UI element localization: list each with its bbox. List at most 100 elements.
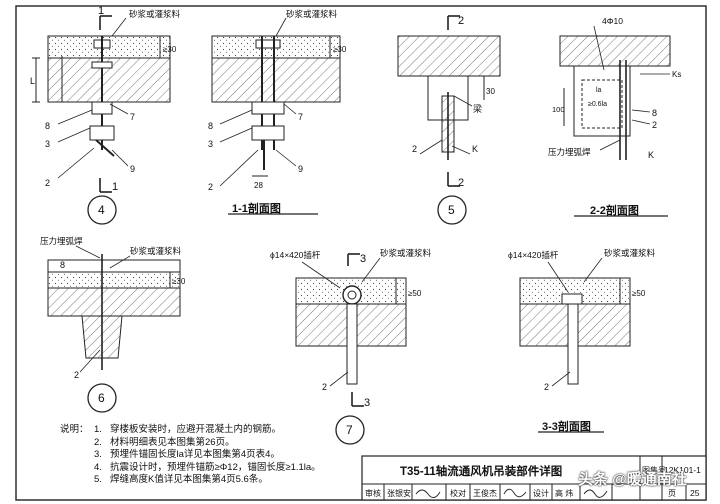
detail-marker-5 <box>437 195 467 225</box>
detail-number-5: 5 <box>448 203 455 217</box>
designer-signature <box>583 489 608 498</box>
page-label: 页 <box>668 489 676 498</box>
detail-4-drawing <box>32 15 171 225</box>
dim-text-ge30-6: ≥30 <box>172 277 186 286</box>
label-mortar-4: 砂浆或灌浆料 <box>129 9 181 19</box>
part-8-label-6: 8 <box>60 260 65 270</box>
caption-2-2: 2-2剖面图 <box>590 203 639 217</box>
caption-1-1: 1-1剖面图 <box>232 201 281 215</box>
note-1-num: 1. <box>94 424 102 435</box>
title-block <box>361 455 707 501</box>
part-2-label-4: 2 <box>45 178 50 188</box>
section-mark-1-top: 1 <box>98 5 104 17</box>
note-3-num: 3. <box>94 449 102 460</box>
part-7-label-4: 7 <box>130 112 135 122</box>
section-mark-3-bottom: 3 <box>364 397 370 409</box>
detail-marker-6 <box>87 383 117 413</box>
designer-name: 高 炜 <box>555 488 573 498</box>
drawing-title: T35-11轴流通风机吊装部件详图 <box>400 464 562 478</box>
part-3-label-1-1: 3 <box>208 139 213 149</box>
detail-marker-4 <box>87 195 117 225</box>
section-1-1-drawing <box>211 17 341 215</box>
design-label: 设计 <box>533 488 549 498</box>
detail-6-drawing <box>47 245 181 413</box>
label-rod-3-3: ϕ14×420插杆 <box>508 250 559 260</box>
part-2-label-6: 2 <box>74 370 79 380</box>
dim-text-ge30-4: ≥30 <box>163 45 177 54</box>
section-mark-2-bottom: 2 <box>458 177 464 189</box>
label-mortar-1-1: 砂浆或灌浆料 <box>286 9 338 19</box>
check-label: 校对 <box>450 488 466 498</box>
part-2-label-5: 2 <box>412 144 417 154</box>
detail-7-drawing <box>295 253 407 445</box>
rod-ring <box>342 285 362 305</box>
part-9-label-4: 9 <box>130 164 135 174</box>
note-5-num: 5. <box>94 474 102 485</box>
part-2-label-7: 2 <box>322 382 327 392</box>
insert-rod <box>346 303 358 385</box>
caption-3-3: 3-3剖面图 <box>542 419 591 433</box>
notes-block: 说明： 1. 穿楼板安装时，应避开混凝土内的钢筋。 2. 材料明细表见本图集第26页。… <box>60 424 360 487</box>
detail-number-6: 6 <box>98 391 105 405</box>
label-mortar-3-3: 砂浆或灌浆料 <box>604 248 656 258</box>
section-3-3-drawing <box>519 257 631 433</box>
detail-number-7: 7 <box>346 423 353 437</box>
dim-text-28: 28 <box>254 181 263 190</box>
dim-text-ge50-3-3: ≥50 <box>632 289 646 298</box>
weld-K-label-2-2: K <box>648 150 654 160</box>
detail-number-4: 4 <box>98 203 105 217</box>
label-mortar-6: 砂浆或灌浆料 <box>130 246 182 256</box>
part-3-label-4: 3 <box>45 139 50 149</box>
weld-Ks-label: Ks <box>672 70 681 79</box>
label-rod-7: ϕ14×420插杆 <box>270 250 321 260</box>
label-rebar-4phi10: 4Φ10 <box>602 16 623 26</box>
dim-text-100: 100 <box>552 105 565 114</box>
label-ge06la: ≥0.6la <box>588 101 607 108</box>
notes-label: 说明： <box>60 424 89 435</box>
part-8-label-1-1: 8 <box>208 121 213 131</box>
label-mortar-7: 砂浆或灌浆料 <box>380 248 432 258</box>
sheet-border <box>15 5 707 501</box>
checker-signature <box>503 488 527 498</box>
note-1-text: 穿楼板安装时，应避开混凝土内的钢筋。 <box>110 424 282 435</box>
dim-text-ge50-7: ≥50 <box>408 289 422 298</box>
dim-text-ge30-1-1: ≥30 <box>333 45 347 54</box>
page-number: 25 <box>690 488 700 498</box>
note-5-text: 焊缝高度K值详见本图集第4页5.6条。 <box>110 474 268 485</box>
reviewer-name: 张银安 <box>387 488 411 498</box>
note-3-text: 预埋件锚固长度la详见本图集第4页表4。 <box>110 449 280 460</box>
part-8-label-4: 8 <box>45 121 50 131</box>
reviewer-signature <box>415 489 441 498</box>
part-2-label-2-2: 2 <box>652 120 657 130</box>
dim-text-30-5: 30 <box>486 87 495 96</box>
dim-text-L: L <box>30 76 35 86</box>
label-beam: 梁 <box>473 103 482 114</box>
nut-block <box>91 101 113 115</box>
part-2-label-1-1: 2 <box>208 182 213 192</box>
detail-5-drawing <box>397 15 501 225</box>
set-number-label: 图集号 <box>642 465 666 475</box>
section-mark-2-top: 2 <box>458 15 464 27</box>
note-4-text: 抗震设计时，预埋件锚筋≥Φ12，锚固长度≥1.1la。 <box>110 461 321 473</box>
checker-name: 王俊杰 <box>473 488 497 498</box>
detail-marker-7 <box>335 415 365 445</box>
section-mark-1-bottom: 1 <box>112 181 118 193</box>
note-2-text: 材料明细表见本图集第26页。 <box>110 436 235 448</box>
label-weld-6: 压力埋弧焊 <box>40 236 83 246</box>
part-8-label-2-2: 8 <box>652 108 657 118</box>
note-4-num: 4. <box>94 461 102 473</box>
part-9-label-1-1: 9 <box>298 164 303 174</box>
set-number-value: 12K101-1 <box>664 465 701 475</box>
review-label: 审核 <box>365 488 381 498</box>
part-7-label-1-1: 7 <box>298 112 303 122</box>
watermark: 头条 @暖通南社 <box>578 471 687 488</box>
section-mark-3-top: 3 <box>360 253 366 265</box>
label-weld-2-2: 压力埋弧焊 <box>548 147 591 157</box>
note-2-num: 2. <box>94 436 102 448</box>
section-2-2-drawing <box>559 25 671 217</box>
label-la: la <box>596 87 602 94</box>
weld-K-label-5: K <box>472 144 478 154</box>
part-2-label-3-3: 2 <box>544 382 549 392</box>
